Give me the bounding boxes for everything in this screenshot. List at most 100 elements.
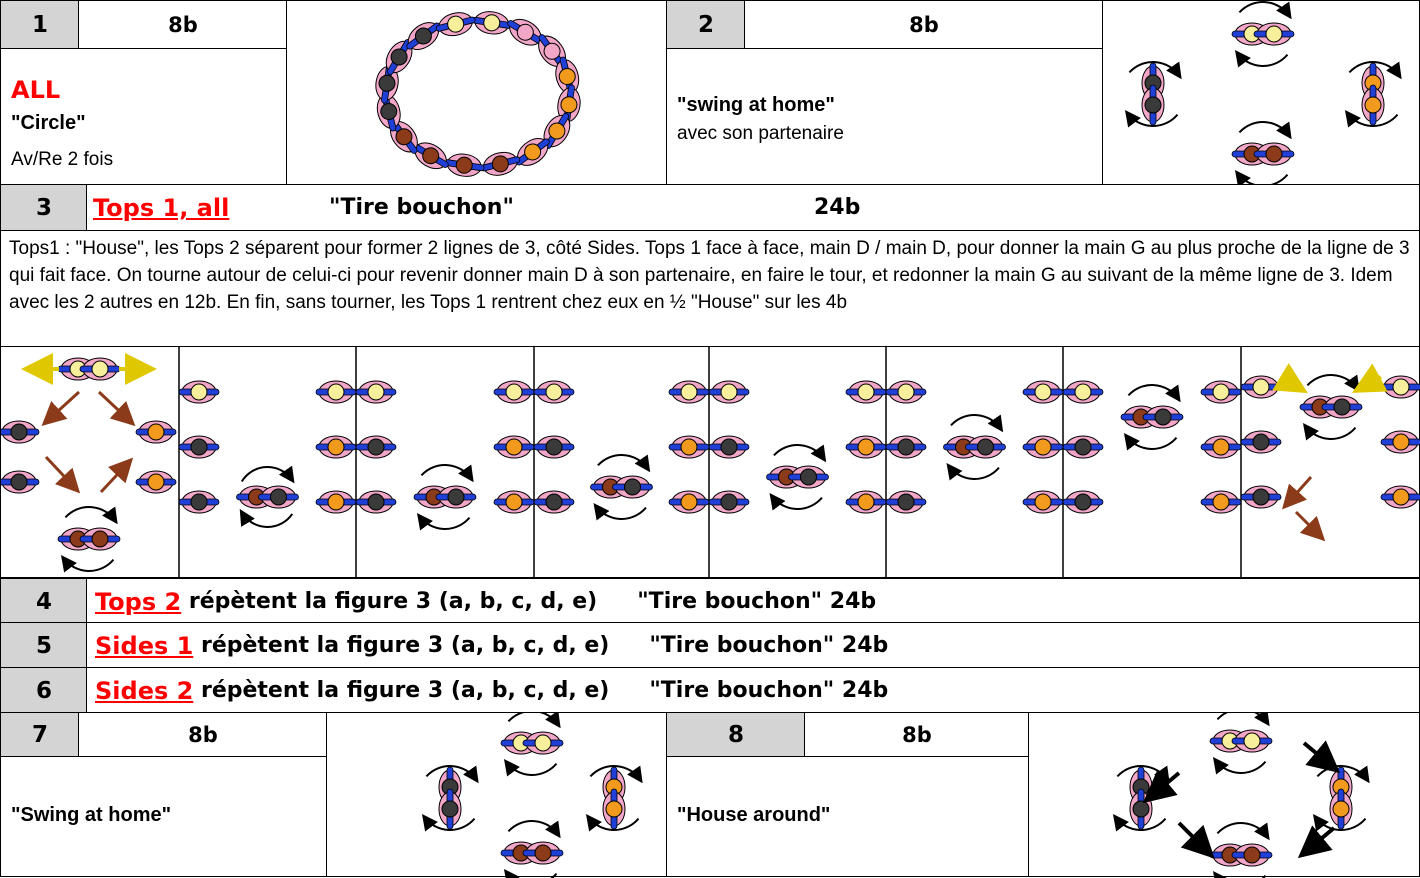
dancer-icon — [533, 490, 575, 514]
figure-8-diagram — [1028, 712, 1420, 878]
rotation-arrow-icon — [597, 454, 651, 473]
figure-1-diagram — [286, 0, 668, 186]
rotation-arrow-icon — [1212, 756, 1267, 775]
dancer-icon — [1253, 142, 1295, 166]
rotation-arrow-icon — [507, 713, 561, 729]
rotation-arrow-icon — [1238, 1, 1292, 20]
rotation-arrow-icon — [1127, 384, 1181, 403]
repeat-name: "Tire bouchon" 24b — [637, 589, 877, 614]
dancer-icon — [788, 465, 829, 489]
dancer-icon — [845, 490, 887, 514]
figure-1-number: 1 — [0, 0, 80, 50]
dancer-icon — [355, 490, 397, 514]
dancer-icon — [1231, 729, 1273, 753]
dancer-icon — [1240, 430, 1282, 454]
dancer-icon — [438, 788, 462, 830]
dancer-icon — [885, 380, 927, 404]
arrow-icon — [1282, 476, 1313, 510]
swing-at-home-diagram-2 — [421, 713, 643, 878]
circle-formation-diagram — [375, 11, 581, 177]
rotation-arrow-icon — [64, 506, 118, 525]
figure-3-beats: 24b — [814, 195, 861, 220]
dancer-icon — [1142, 405, 1184, 429]
dancer-icon — [493, 490, 535, 514]
figure-4-row: Tops 2 répètent la figure 3 (a, b, c, d,… — [86, 578, 1420, 625]
rotation-arrow-icon — [1306, 374, 1360, 393]
dancer-icon — [1141, 84, 1165, 126]
rotation-arrow-icon — [503, 758, 558, 777]
dancer-icon — [533, 380, 575, 404]
figure-6-number: 6 — [0, 667, 88, 714]
dancer-icon — [533, 435, 575, 459]
repeat-text: répètent la figure 3 (a, b, c, d, e) — [181, 589, 598, 614]
dancer-icon — [1329, 788, 1353, 830]
dancer-icon — [708, 380, 750, 404]
dancer-icon — [135, 420, 177, 444]
path-arrow-icon — [1142, 770, 1181, 804]
repeat-name: "Tire bouchon" 24b — [649, 678, 889, 703]
repeat-who: Tops 2 — [95, 587, 182, 616]
dancer-icon — [315, 380, 357, 404]
rotation-arrow-icon — [1238, 121, 1292, 140]
rotation-arrow-icon — [1123, 432, 1178, 451]
rotation-arrow-icon — [425, 765, 479, 784]
figure-2-description: "swing at home" avec son partenaire — [666, 48, 1104, 186]
rotation-arrow-icon — [585, 813, 640, 832]
arrow-icon — [41, 390, 81, 427]
rotation-arrow-icon — [420, 464, 474, 483]
dancer-icon — [1022, 380, 1064, 404]
figure-1-beats: 8b — [78, 0, 288, 50]
rotation-arrow-icon — [1216, 713, 1270, 727]
dancer-icon — [965, 435, 1006, 459]
dancer-icon — [668, 435, 710, 459]
path-arrow-icon — [1302, 740, 1341, 774]
rotation-arrow-icon — [1112, 813, 1167, 832]
dancer-icon — [885, 490, 927, 514]
dancer-icon — [1200, 490, 1242, 514]
dancer-icon — [412, 142, 449, 170]
figure-2-beats: 8b — [744, 0, 1104, 50]
dancer-icon — [1380, 485, 1420, 509]
dancer-icon — [522, 731, 564, 755]
dancer-icon — [315, 490, 357, 514]
repeat-who: Sides 2 — [95, 676, 194, 705]
figure-7-name: "Swing at home" — [11, 804, 172, 826]
dancer-icon — [1062, 490, 1104, 514]
figure-4-number: 4 — [0, 578, 88, 625]
figure-1-name: "Circle" — [11, 112, 86, 134]
figure-7-diagram — [326, 712, 668, 878]
rotation-arrow-icon — [593, 502, 647, 521]
dancer-icon — [602, 788, 626, 830]
dancer-icon — [385, 39, 413, 75]
repeat-text: répètent la figure 3 (a, b, c, d, e) — [193, 633, 610, 658]
path-arrow-icon — [1177, 821, 1215, 859]
path-arrow-icon — [1297, 825, 1336, 859]
house-around-diagram — [1112, 713, 1370, 878]
dancer-icon — [1240, 375, 1282, 399]
rotation-arrow-icon — [1344, 109, 1399, 128]
dancer-icon — [1380, 375, 1420, 399]
rotation-arrow-icon — [1234, 49, 1289, 68]
dancer-icon — [1321, 395, 1363, 419]
rotation-arrow-icon — [416, 512, 471, 531]
rotation-arrow-icon — [773, 444, 827, 463]
dancer-icon — [1, 470, 40, 494]
arrow-icon — [99, 457, 134, 494]
arrow-icon — [97, 390, 136, 427]
repeat-who: Sides 1 — [95, 631, 194, 660]
rotation-arrow-icon — [1124, 109, 1179, 128]
dancer-icon — [522, 841, 564, 865]
rotation-arrow-icon — [769, 492, 823, 511]
arrow-icon — [1351, 363, 1388, 393]
dancer-icon — [668, 380, 710, 404]
repeat-text: répètent la figure 3 (a, b, c, d, e) — [193, 678, 610, 703]
figure-5-number: 5 — [0, 622, 88, 669]
figure-2-number: 2 — [666, 0, 746, 50]
dancer-icon — [845, 435, 887, 459]
figure-3-number: 3 — [0, 184, 88, 232]
dancer-icon — [390, 119, 418, 154]
dancer-icon — [178, 490, 220, 514]
rotation-arrow-icon — [950, 414, 1004, 433]
dancer-icon — [79, 527, 121, 551]
dancer-icon — [612, 475, 653, 499]
